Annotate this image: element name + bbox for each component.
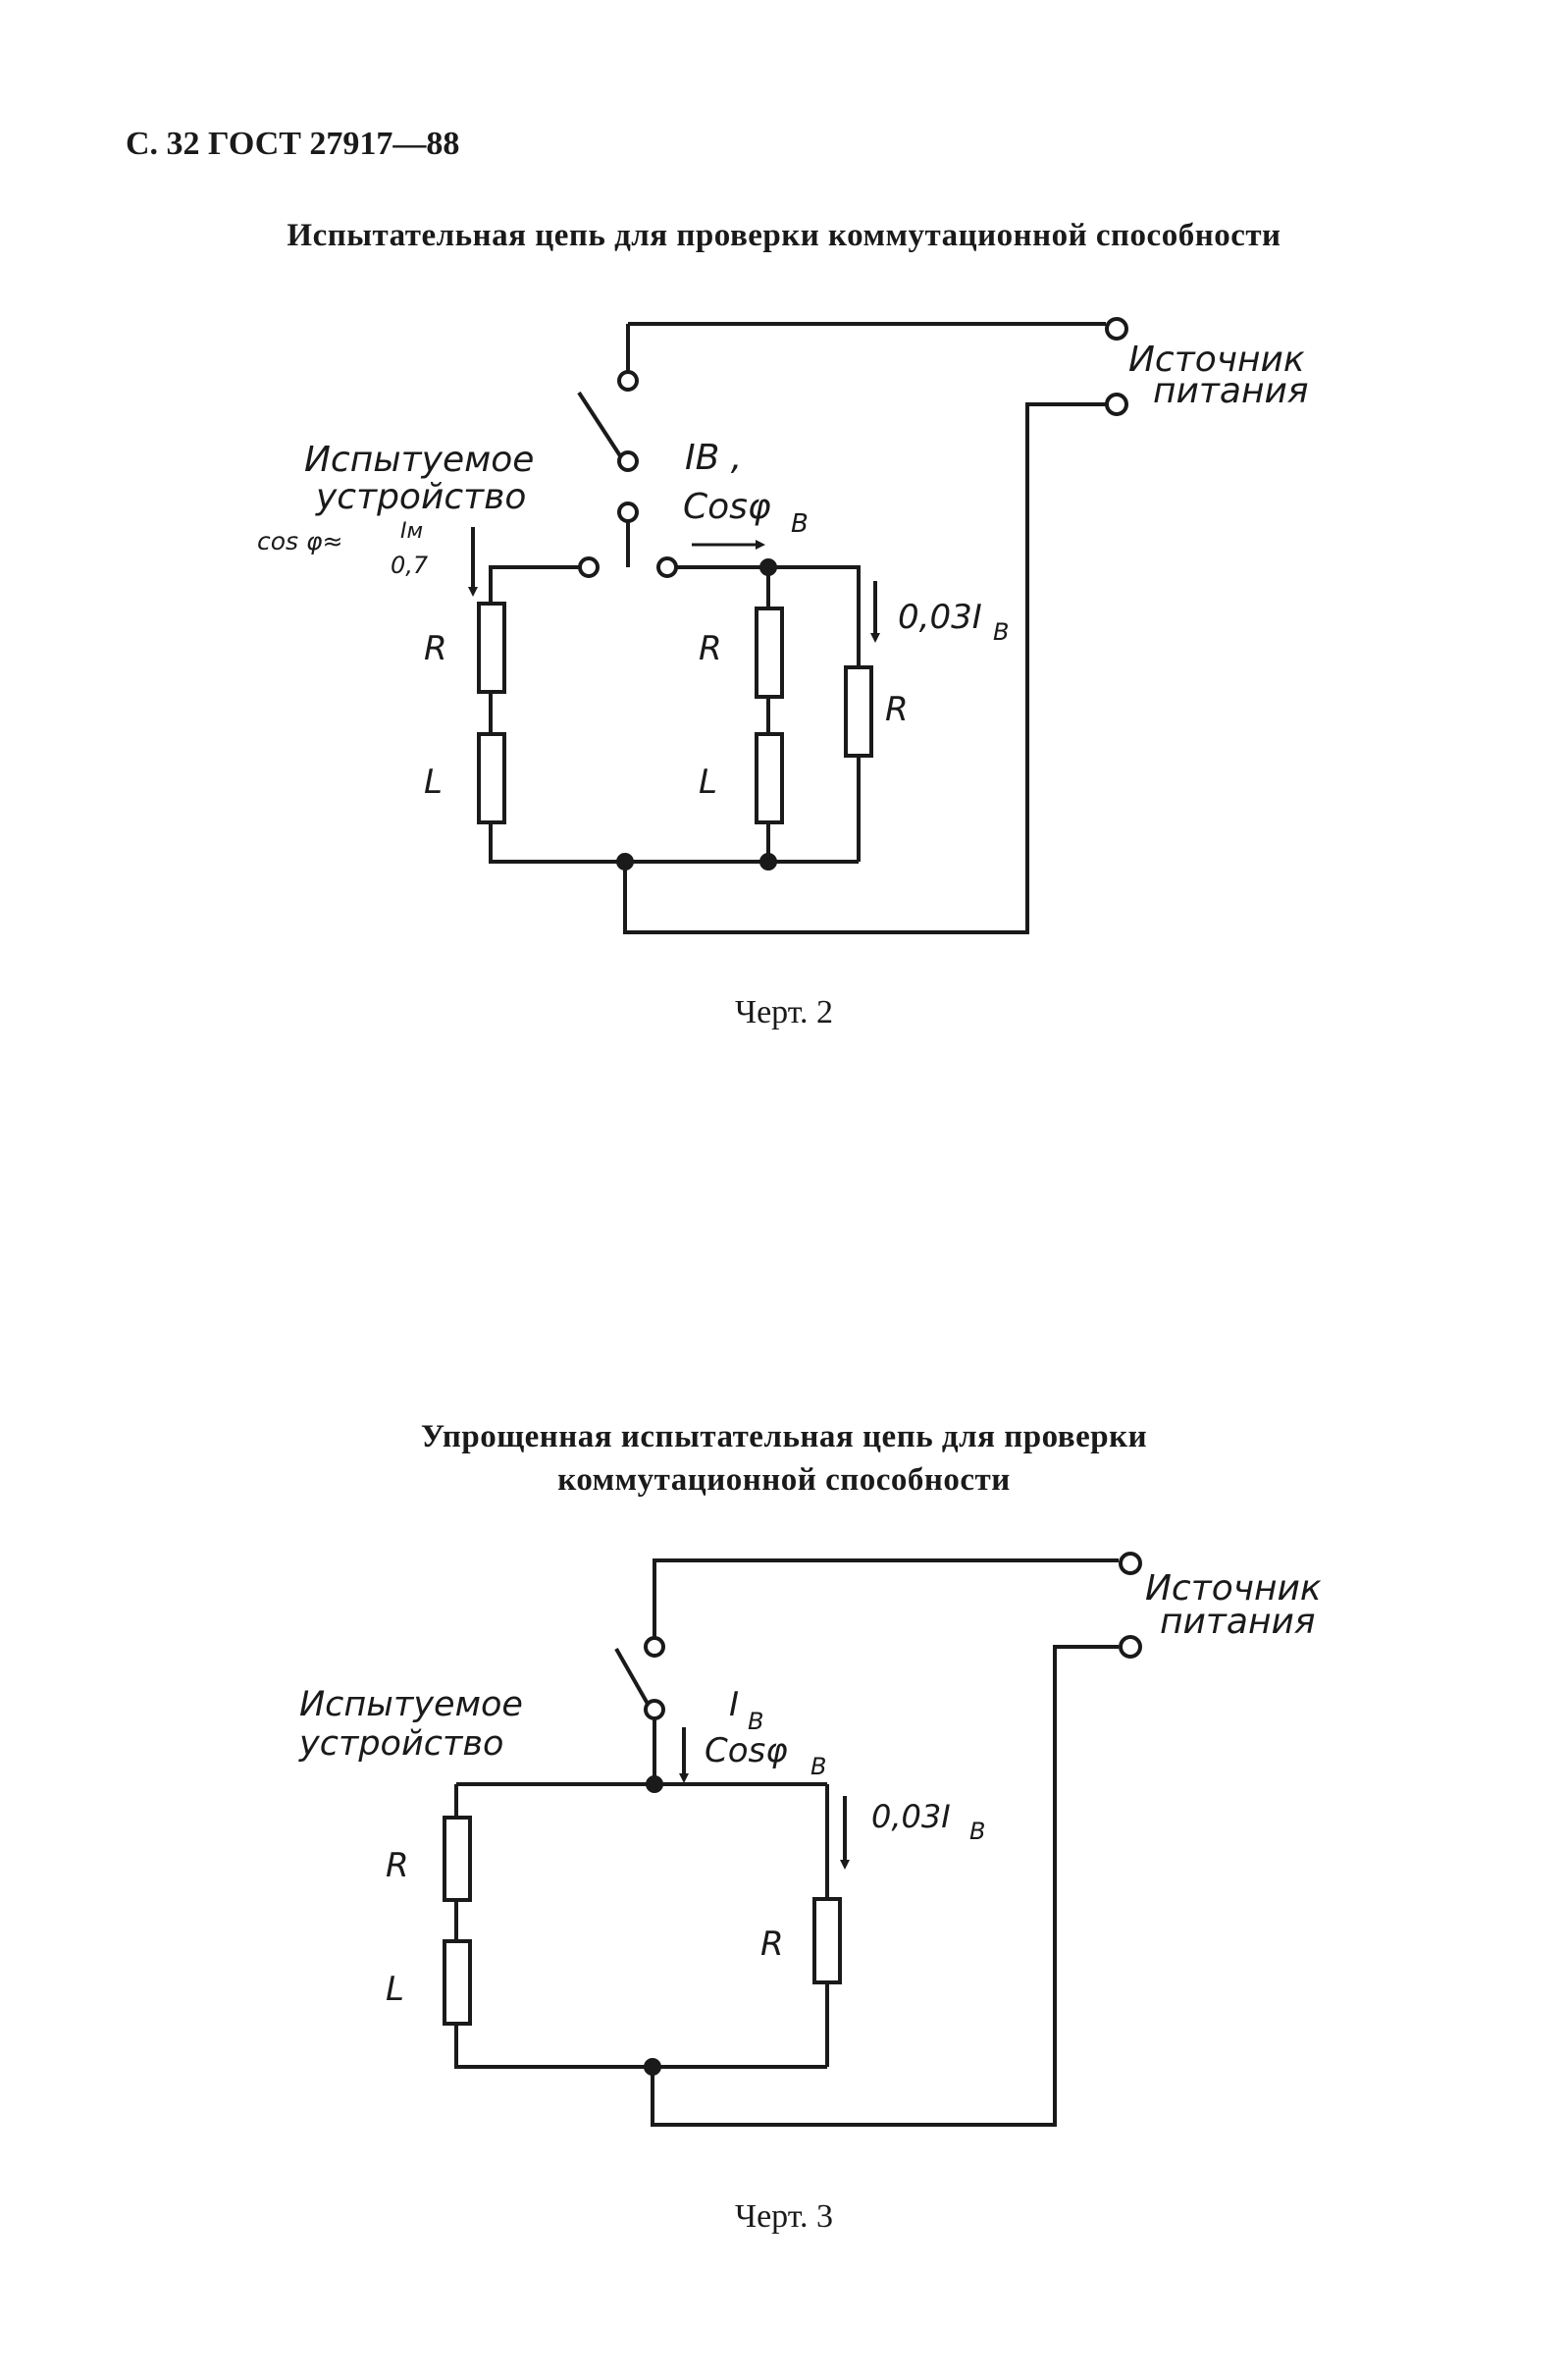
switch-contact-mid	[617, 450, 639, 472]
cos-phi-b-subscript: B	[810, 1753, 826, 1780]
switch-contact-bottom	[617, 501, 639, 523]
source-terminal-bottom	[1105, 393, 1128, 416]
cos-phi-b-subscript: B	[791, 509, 809, 539]
device-label-line-2: устройство	[298, 1724, 503, 1764]
figure-2-caption: Черт. 2	[734, 994, 834, 1030]
current-003-label: 0,03I	[871, 1798, 951, 1835]
figure-3-caption: Черт. 3	[734, 2198, 834, 2235]
current-003-subscript: B	[969, 1818, 985, 1845]
source-terminal-top	[1105, 317, 1128, 341]
page-header: С. 32 ГОСТ 27917—88	[126, 126, 460, 162]
value-07-label: 0,7	[391, 552, 429, 579]
wire-device-left	[489, 565, 580, 604]
resistor-left-label: R	[424, 629, 447, 668]
device-label-line-1: Испытуемое	[299, 1685, 523, 1724]
junction-dot	[616, 853, 634, 871]
figure-3-title-line-1: Упрощенная испытательная цепь для провер…	[420, 1419, 1148, 1454]
resistor-right-label: R	[760, 1925, 784, 1964]
inductor-left-label: L	[424, 763, 443, 802]
inductor-left-l	[443, 1939, 472, 2026]
source-label-line-2: питания	[1153, 371, 1309, 411]
circuit-figure-2	[468, 317, 1128, 934]
current-003-label: 0,03I	[898, 598, 982, 637]
inductor-left-l	[477, 732, 506, 824]
device-terminal	[578, 556, 600, 578]
current-003-subscript: B	[993, 618, 1009, 646]
source-label-line-2: питания	[1160, 1602, 1316, 1642]
resistor-left-label: R	[386, 1846, 409, 1885]
junction-dot	[759, 558, 777, 576]
resistor-right-r	[844, 665, 873, 758]
device-label-line-1: Испытуемое	[304, 440, 534, 480]
wire-return	[651, 1645, 1119, 2127]
source-terminal-top	[1119, 1552, 1142, 1575]
resistor-mid-r	[755, 607, 784, 699]
junction-dot	[646, 1775, 663, 1793]
im-label: Iм	[400, 519, 423, 544]
inductor-mid-l	[755, 732, 784, 824]
figure-2-title: Испытательная цепь для проверки коммутац…	[287, 218, 1281, 253]
switch-output-terminal	[656, 556, 678, 578]
junction-dot	[644, 2058, 661, 2076]
cos-phi-b-label: Cosφ	[705, 1731, 788, 1770]
labels-figure-3: Источник питания Испытуемое устройство I…	[298, 1568, 1322, 2009]
labels-figure-2: Источник питания Испытуемое устройство c…	[257, 340, 1309, 802]
resistor-mid-label: R	[699, 629, 722, 668]
switch-blade	[577, 391, 623, 459]
inductor-mid-label: L	[699, 763, 717, 802]
source-label-line-1: Источник	[1145, 1568, 1322, 1609]
ib-label: I	[729, 1685, 739, 1724]
wire-out-right	[676, 565, 861, 667]
cos-phi-label: cos φ≈	[257, 527, 342, 555]
figure-3-title: Упрощенная испытательная цепь для провер…	[0, 1415, 1568, 1502]
cos-phi-b-label: Cosφ	[683, 487, 771, 527]
source-label-line-1: Источник	[1128, 340, 1305, 380]
ib-subscript: B	[748, 1708, 763, 1735]
switch-contact-top	[644, 1636, 665, 1658]
source-terminal-bottom	[1119, 1635, 1142, 1659]
junction-dot	[759, 853, 777, 871]
ib-label: IB ,	[685, 438, 742, 478]
switch-contact-bottom	[644, 1699, 665, 1720]
switch-blade	[614, 1648, 650, 1705]
inductor-left-label: L	[386, 1970, 404, 2009]
resistor-right-r	[812, 1897, 842, 1984]
wire-return	[623, 402, 1106, 934]
resistor-right-label: R	[885, 690, 909, 729]
resistor-left-r	[443, 1816, 472, 1902]
device-label-line-2: устройство	[315, 477, 526, 517]
wire-top	[653, 1558, 1119, 1639]
switch-contact-top	[617, 370, 639, 392]
figure-3-title-line-2: коммутационной способности	[557, 1462, 1011, 1498]
resistor-left-r	[477, 602, 506, 694]
circuit-figure-3	[443, 1552, 1142, 2127]
